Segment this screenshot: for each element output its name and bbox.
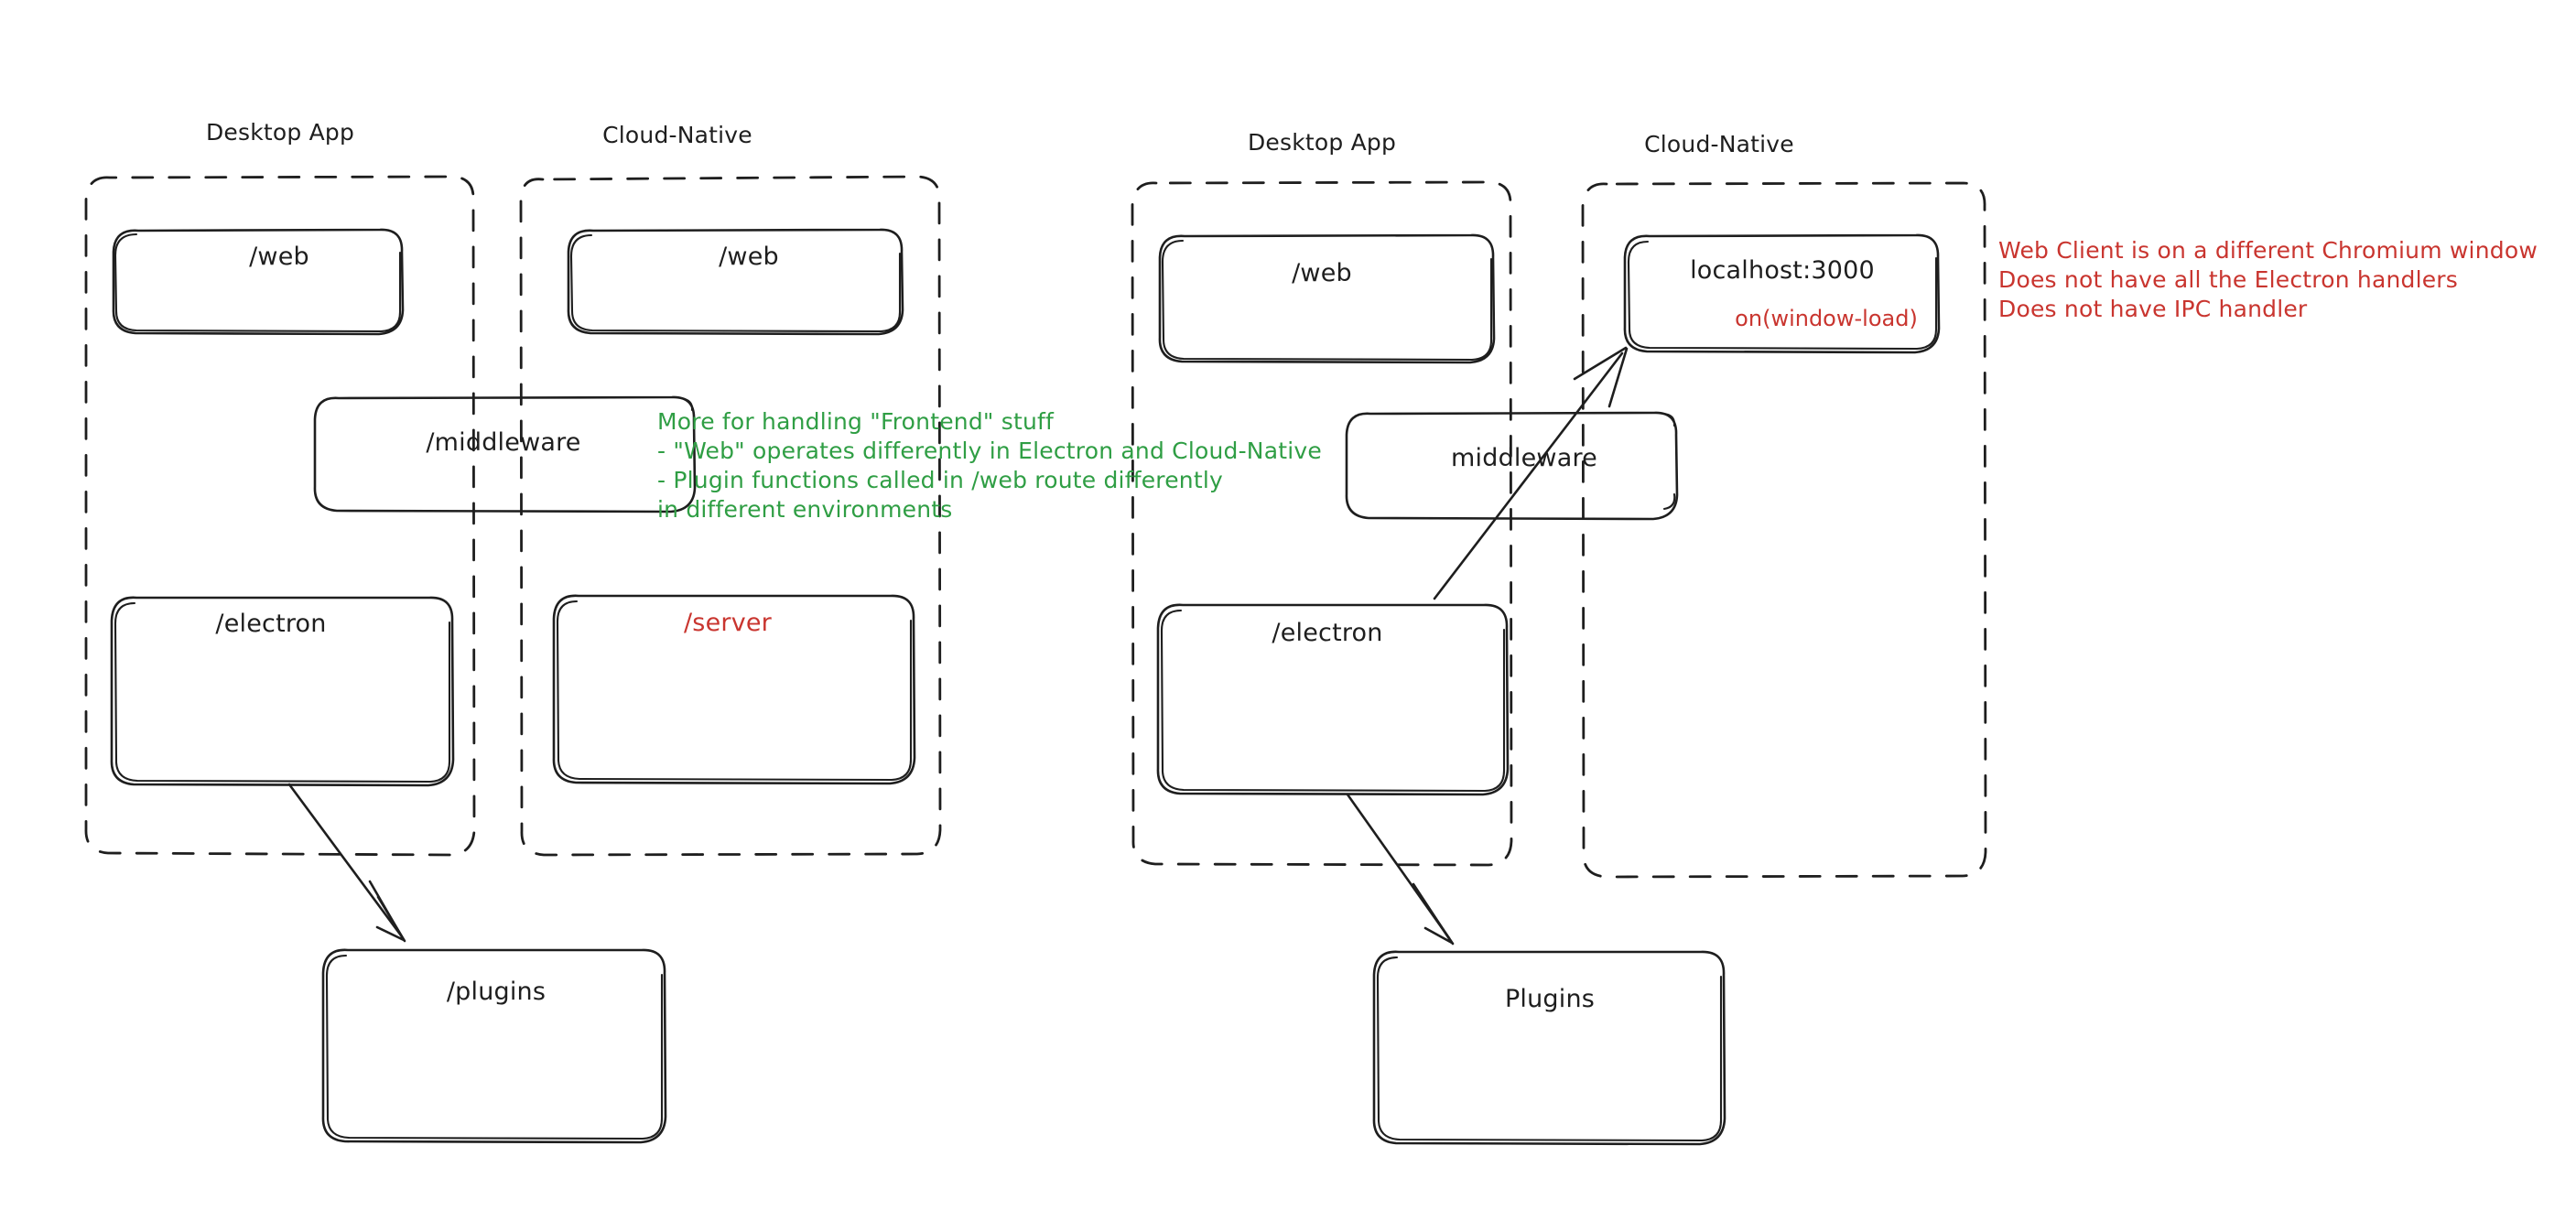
- right-desktop-web-label[interactable]: /web: [1292, 259, 1352, 287]
- right-localhost-outline: [1623, 233, 1941, 354]
- left-desktop-web-outline: [112, 228, 405, 336]
- right-desktop-group-outline: [1131, 180, 1513, 867]
- left-electron-to-plugins-arrow: [287, 783, 406, 943]
- left-middleware-outline: [313, 395, 697, 513]
- right-red-note: Web Client is on a different Chromium wi…: [1998, 237, 2538, 322]
- left-electron-outline: [110, 596, 455, 787]
- right-desktop-group-label: Desktop App: [1247, 129, 1397, 156]
- right-cloud-group-outline: [1581, 181, 1987, 879]
- right-desktop-web-outline: [1158, 233, 1496, 364]
- right-electron-outline: [1156, 603, 1510, 796]
- left-plugins-outline: [321, 948, 667, 1144]
- right-plugins-label[interactable]: Plugins: [1504, 985, 1596, 1013]
- right-middleware-label[interactable]: middleware: [1451, 444, 1597, 472]
- left-cloud-web-outline: [567, 228, 904, 336]
- left-middleware-label[interactable]: /middleware: [426, 428, 581, 457]
- left-desktop-group-outline: [84, 175, 476, 857]
- right-electron-to-localhost-arrow: [1433, 346, 1629, 600]
- right-localhost-label[interactable]: localhost:3000: [1690, 256, 1875, 285]
- right-cloud-group-label: Cloud-Native: [1644, 131, 1794, 157]
- left-server-outline: [552, 594, 916, 785]
- left-cloud-group-outline: [519, 175, 942, 857]
- left-electron-label[interactable]: /electron: [215, 610, 327, 638]
- left-desktop-web-label[interactable]: /web: [249, 243, 309, 271]
- left-green-note: More for handling "Frontend" stuff - "We…: [657, 408, 1322, 523]
- left-server-label[interactable]: /server: [684, 609, 772, 637]
- right-electron-label[interactable]: /electron: [1272, 619, 1383, 647]
- left-desktop-group-label: Desktop App: [205, 119, 355, 146]
- right-localhost-sublabel: on(window-load): [1735, 306, 1918, 331]
- right-middleware-outline: [1345, 411, 1679, 521]
- left-cloud-group-label: Cloud-Native: [602, 122, 752, 148]
- right-plugins-outline: [1372, 950, 1726, 1146]
- left-cloud-web-label[interactable]: /web: [719, 243, 779, 271]
- right-electron-to-plugins-arrow: [1346, 793, 1455, 946]
- left-plugins-label[interactable]: /plugins: [446, 978, 547, 1006]
